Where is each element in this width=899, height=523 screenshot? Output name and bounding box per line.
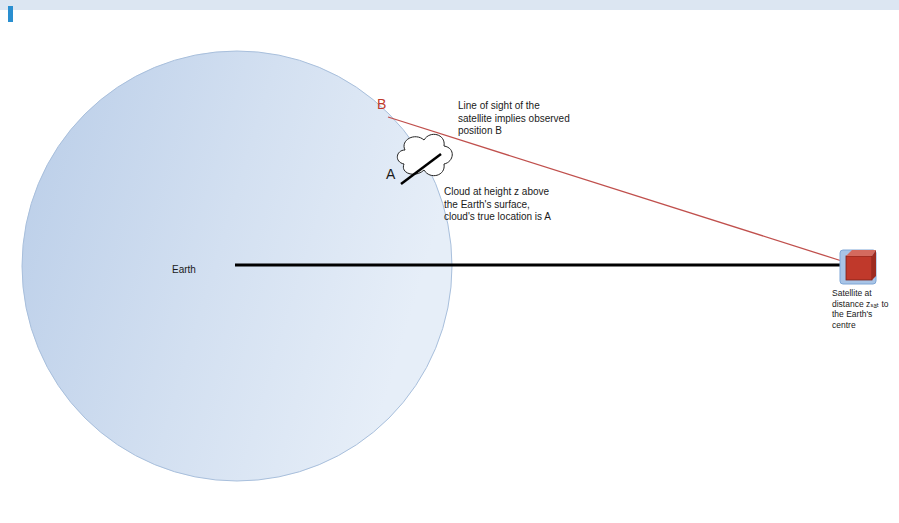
point-label: A — [386, 166, 406, 184]
annotation-text: Cloud at height z above the Earth's surf… — [444, 186, 562, 224]
satellite-label: Satellite at distance zₛₐₜ to the Earth'… — [832, 288, 896, 331]
line-of-sight — [388, 117, 845, 262]
corner-bar — [8, 6, 13, 22]
centre-line — [235, 264, 842, 267]
top-band — [0, 0, 899, 10]
planet-label: Earth — [172, 264, 232, 277]
cloud-height-marker — [401, 154, 441, 184]
cloud — [397, 134, 452, 175]
satellite-cube — [840, 250, 876, 284]
annotation-text: Line of sight of the satellite implies o… — [458, 100, 576, 138]
point-label: B — [377, 96, 397, 114]
